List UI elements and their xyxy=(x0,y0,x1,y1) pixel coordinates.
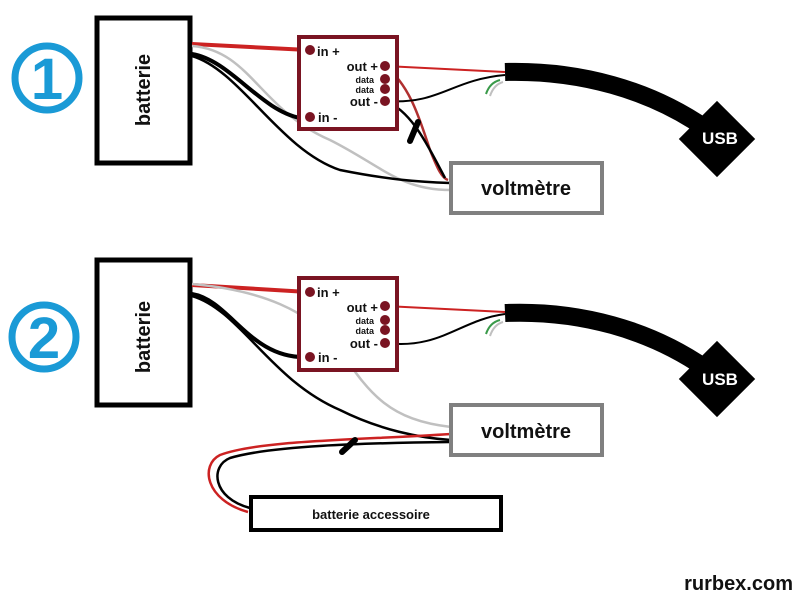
number-label: 1 xyxy=(31,47,63,112)
wire-green xyxy=(485,319,501,335)
usb-plug-icon xyxy=(678,340,756,418)
label-out-plus: out + xyxy=(347,300,379,315)
usb-cable-2: USB xyxy=(504,303,756,418)
wire-red-accessory xyxy=(207,432,452,514)
number-label: 2 xyxy=(28,306,60,371)
pin-in-plus xyxy=(305,287,315,297)
label-data-2: data xyxy=(355,85,375,95)
pin-out-minus xyxy=(380,96,390,106)
voltmeter-box-2: voltmètre xyxy=(449,403,604,457)
diagram-1: 1 batterie xyxy=(11,15,756,215)
pin-out-minus xyxy=(380,338,390,348)
wire-white xyxy=(489,81,504,97)
battery-label: batterie xyxy=(133,301,155,373)
label-in-plus: in + xyxy=(317,285,340,300)
label-data-1: data xyxy=(355,316,375,326)
usb-label: USB xyxy=(702,370,738,389)
diagram-2: 2 batterie in + xyxy=(8,257,756,532)
battery-box-1: batterie xyxy=(94,15,193,166)
usb-module-1: in + in - out + data data out - xyxy=(297,35,399,131)
wire-black-accessory xyxy=(216,440,452,510)
usb-plug-icon xyxy=(678,100,756,178)
number-circle-icon xyxy=(11,42,83,114)
fuse-icon xyxy=(407,119,421,144)
wire-black-voltmeter xyxy=(191,54,451,185)
wire-red-out-plus xyxy=(384,65,506,73)
wire-black-in-minus xyxy=(191,52,301,120)
pin-data-2 xyxy=(380,84,390,94)
wire-red-out-plus xyxy=(384,305,506,313)
wire-black-in-minus xyxy=(191,292,309,360)
label-out-plus: out + xyxy=(347,59,379,74)
usb-module-2: in + in - out + data data out - xyxy=(297,276,399,372)
pin-data-1 xyxy=(380,315,390,325)
number-circle-icon xyxy=(8,301,80,373)
usb-label: USB xyxy=(702,129,738,148)
label-data-2: data xyxy=(355,326,375,336)
wire-green xyxy=(485,79,501,95)
accessory-battery-label: batterie accessoire xyxy=(312,507,430,522)
usb-cable xyxy=(504,303,711,376)
label-in-plus: in + xyxy=(317,44,340,59)
pin-in-plus xyxy=(305,45,315,55)
accessory-battery-box: batterie accessoire xyxy=(249,495,503,532)
label-data-1: data xyxy=(355,75,375,85)
label-out-minus: out - xyxy=(350,94,378,109)
voltmeter-label: voltmètre xyxy=(481,178,571,200)
number-badge-2: 2 xyxy=(8,301,80,373)
wire-red-in-plus xyxy=(191,42,309,52)
battery-box-2: batterie xyxy=(94,257,193,408)
battery-label: batterie xyxy=(133,54,155,126)
label-in-minus: in - xyxy=(318,350,338,365)
voltmeter-label: voltmètre xyxy=(481,421,571,443)
watermark: rurbex.com xyxy=(684,573,793,595)
number-badge-1: 1 xyxy=(11,42,83,114)
label-out-minus: out - xyxy=(350,336,378,351)
pin-out-plus xyxy=(380,301,390,311)
voltmeter-box-1: voltmètre xyxy=(449,161,604,215)
label-in-minus: in - xyxy=(318,110,338,125)
wire-grey-voltmeter xyxy=(191,44,451,192)
usb-cable xyxy=(504,62,711,136)
usb-cable-1: USB xyxy=(504,62,756,178)
pin-data-2 xyxy=(380,325,390,335)
pin-out-plus xyxy=(380,61,390,71)
pin-in-minus xyxy=(305,112,315,122)
pin-in-minus xyxy=(305,352,315,362)
fuse-icon xyxy=(339,437,358,455)
pin-data-1 xyxy=(380,74,390,84)
wire-white xyxy=(489,321,504,337)
wire-black-out-minus xyxy=(384,74,506,103)
wire-black-out-minus xyxy=(384,313,506,346)
